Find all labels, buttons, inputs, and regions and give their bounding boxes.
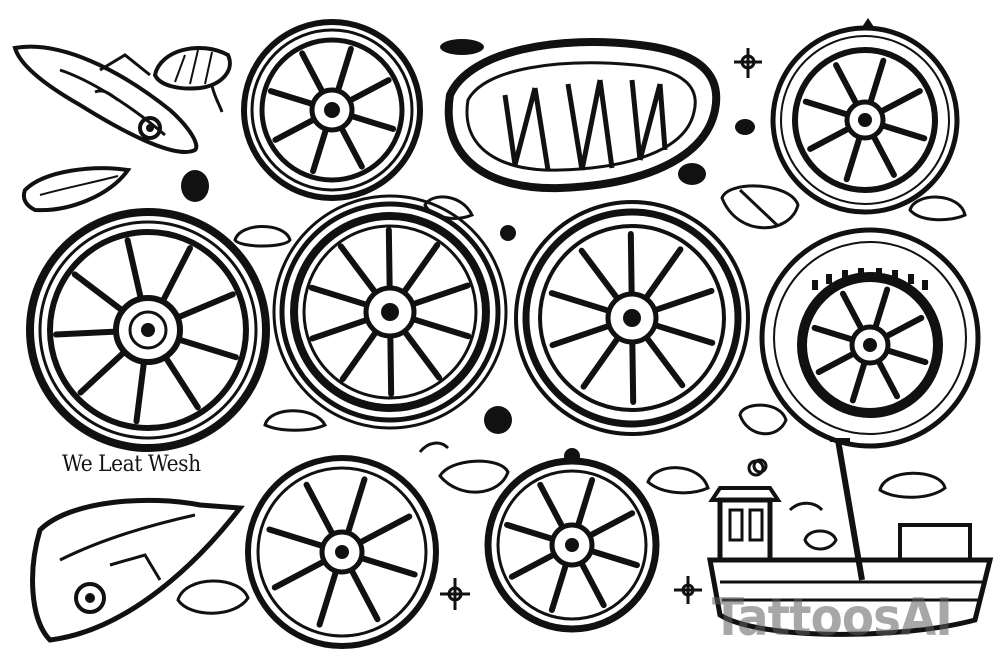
squiggle-mark bbox=[418, 441, 450, 453]
wheel-spoke bbox=[580, 329, 625, 390]
wheel-spoke bbox=[811, 324, 860, 344]
wheel-spoke bbox=[871, 286, 891, 335]
wheel-spoke bbox=[584, 546, 640, 569]
wheel-spoke bbox=[880, 346, 929, 366]
wheel-spoke bbox=[397, 323, 443, 381]
wheel-spoke bbox=[343, 476, 368, 540]
caption-text: We Leat Wesh bbox=[62, 452, 201, 477]
leaf-fish bbox=[21, 166, 132, 213]
wheel-spoke bbox=[815, 348, 861, 376]
wheel-top-left bbox=[241, 19, 423, 201]
clam-shell bbox=[152, 45, 232, 113]
wheel-spoke bbox=[646, 287, 715, 316]
wheel-spoke bbox=[629, 332, 637, 405]
wheel-middle-4 bbox=[759, 227, 981, 449]
wheel-spoke bbox=[308, 284, 376, 310]
wheel-spoke bbox=[879, 314, 925, 342]
wheel-spoke bbox=[303, 481, 338, 541]
wheel-spoke bbox=[404, 314, 472, 340]
wheel-spoke bbox=[385, 227, 393, 298]
wheel-spoke bbox=[387, 326, 395, 397]
wheel-spoke bbox=[508, 549, 561, 580]
wheel-spoke bbox=[583, 510, 636, 541]
wheel-spoke bbox=[397, 241, 441, 301]
wheel-spoke bbox=[874, 88, 923, 117]
wheel-middle-1 bbox=[26, 208, 270, 452]
wheel-spoke bbox=[404, 282, 471, 310]
wheel-spoke bbox=[843, 130, 864, 183]
wheel-spoke bbox=[549, 320, 618, 349]
wheel-top-right bbox=[770, 18, 960, 215]
wheel-middle-3 bbox=[514, 200, 750, 436]
wheel-spoke bbox=[849, 355, 869, 404]
wheel-spoke bbox=[271, 556, 331, 591]
wheel-bottom-left bbox=[245, 455, 439, 649]
cross-ornaments bbox=[440, 48, 762, 610]
wheel-spoke bbox=[353, 513, 413, 548]
wheel-spoke bbox=[578, 247, 625, 307]
fishing-boat bbox=[707, 438, 994, 637]
wheel-spoke bbox=[537, 481, 568, 534]
wheel-spoke bbox=[309, 314, 376, 342]
pebbles bbox=[181, 39, 765, 477]
wheel-spoke bbox=[839, 290, 867, 336]
shells bbox=[176, 184, 967, 615]
wheel-spoke bbox=[316, 564, 341, 628]
wheel-spoke bbox=[866, 57, 887, 110]
wheel-spoke bbox=[504, 521, 560, 544]
fish-drawing bbox=[12, 44, 199, 154]
wheel-spoke bbox=[646, 320, 716, 346]
leaf-fish-large bbox=[30, 497, 245, 643]
wheel-spoke bbox=[576, 556, 607, 609]
wheel-spoke bbox=[266, 526, 330, 551]
wheel-spoke bbox=[875, 121, 928, 142]
wheel-spoke bbox=[802, 98, 855, 119]
wheel-bottom-right bbox=[484, 457, 660, 633]
wheel-spoke bbox=[548, 557, 571, 613]
wheel-spoke bbox=[354, 553, 418, 578]
wheel-spoke bbox=[868, 129, 897, 178]
wheel-spoke bbox=[337, 243, 383, 301]
wheel-spoke bbox=[548, 290, 618, 316]
watermark: TattoosAI bbox=[712, 588, 953, 648]
wheel-spoke bbox=[339, 323, 383, 383]
wheel-spoke bbox=[833, 62, 862, 111]
wheel-spoke bbox=[639, 246, 684, 307]
wheel-spoke bbox=[873, 354, 901, 400]
wheel-spoke bbox=[346, 563, 381, 623]
wheel-spoke bbox=[627, 231, 635, 304]
wheel-middle-2 bbox=[272, 194, 508, 430]
oval-trellis-frame bbox=[444, 38, 721, 193]
wheel-spoke bbox=[807, 123, 856, 152]
wheel-spoke bbox=[573, 477, 596, 533]
wheel-spoke bbox=[639, 329, 686, 389]
